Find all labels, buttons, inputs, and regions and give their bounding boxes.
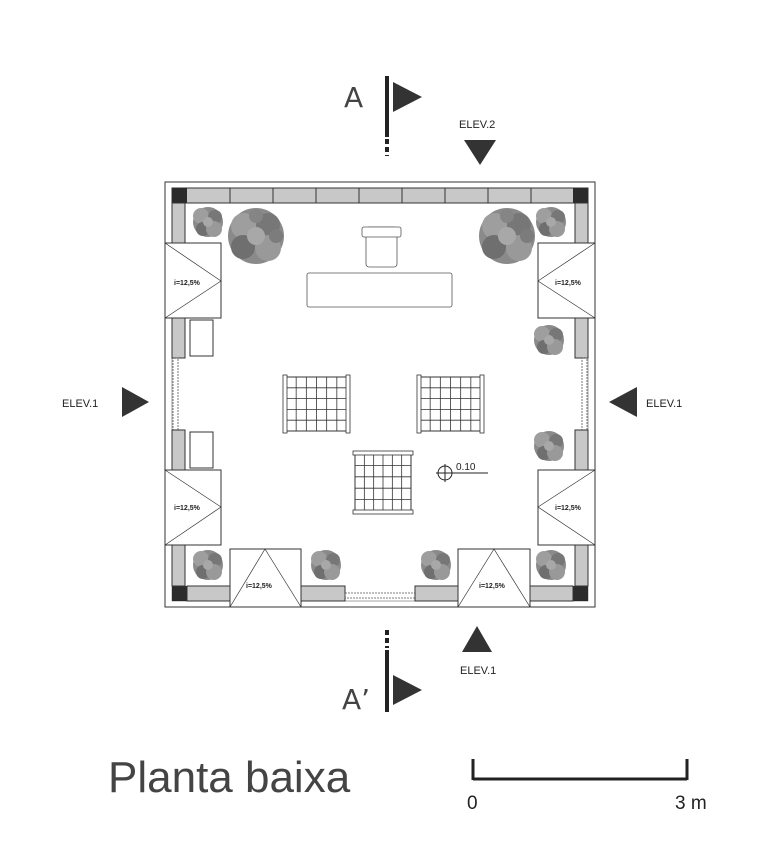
desk: [306, 272, 453, 308]
tree-icon: [421, 550, 451, 580]
elevation-left-label: ELEV.1: [62, 398, 98, 410]
tree-icon: [193, 207, 223, 237]
scale-bar: 0 3 m: [467, 759, 707, 814]
bottom-wall: [186, 585, 574, 602]
tree-icon: [534, 431, 564, 461]
elevation-marker-left: ELEV.1: [62, 387, 149, 417]
tree-icon: [536, 207, 566, 237]
right-wall: [574, 202, 589, 587]
ramp-slope-label: i=12,5%: [246, 583, 273, 590]
pallet-table: [352, 450, 414, 515]
section-arrow-icon: [393, 675, 422, 705]
ramp-left-top: i=12,5%: [164, 242, 222, 319]
ramp-right-top: i=12,5%: [537, 242, 596, 319]
ramp-slope-label: i=12,5%: [555, 280, 582, 287]
elevation-arrow-icon: [462, 626, 492, 652]
level-label: 0.10: [456, 462, 476, 473]
elevation-top-label: ELEV.2: [459, 119, 495, 131]
elevation-marker-bottom: ELEV.1: [460, 626, 496, 677]
bench-left-top: [189, 319, 214, 357]
ramp-bottom-right: i=12,5%: [457, 548, 531, 608]
top-wall: [171, 187, 589, 204]
drawing-title: Planta baixa: [108, 753, 351, 802]
corner-pillars: [172, 188, 588, 601]
ramp-slope-label: i=12,5%: [555, 505, 582, 512]
ramp-right-bottom: i=12,5%: [537, 469, 596, 546]
ramp-left-bottom: i=12,5%: [164, 469, 222, 546]
elevation-arrow-icon: [122, 387, 149, 417]
section-cut-top: A: [344, 76, 422, 156]
section-cut-bottom: A’: [342, 630, 422, 716]
ramp-slope-label: i=12,5%: [174, 505, 201, 512]
elevation-marker-top: ELEV.2: [459, 119, 496, 165]
level-marker: 0.10: [436, 462, 488, 482]
pillar: [573, 188, 588, 203]
section-cut-top-label: A: [344, 81, 363, 114]
tree-icon: [311, 550, 341, 580]
section-arrow-icon: [393, 82, 422, 112]
elevation-marker-right: ELEV.1: [609, 387, 682, 417]
tree-icon: [536, 550, 566, 580]
elevation-arrow-icon: [464, 140, 496, 165]
ramp-slope-label: i=12,5%: [174, 280, 201, 287]
tree-icon: [479, 208, 535, 264]
elevation-arrow-icon: [609, 387, 637, 417]
pallet-table: [416, 374, 485, 434]
pillar: [172, 586, 187, 601]
section-cut-bottom-label: A’: [342, 683, 370, 716]
pallet-table: [282, 374, 351, 434]
ramp-bottom-left: i=12,5%: [229, 548, 302, 608]
scale-end-label: 3 m: [675, 793, 707, 814]
bench-left-bottom: [189, 431, 214, 469]
elevation-right-label: ELEV.1: [646, 398, 682, 410]
elevation-bottom-label: ELEV.1: [460, 665, 496, 677]
scale-start-label: 0: [467, 793, 478, 814]
pillar: [573, 586, 588, 601]
ramp-slope-label: i=12,5%: [479, 583, 506, 590]
tree-icon: [228, 208, 284, 264]
pallet-tables: [282, 374, 485, 515]
chair: [361, 226, 402, 268]
tree-icon: [534, 325, 564, 355]
tree-icon: [193, 550, 223, 580]
pillar: [172, 188, 187, 203]
